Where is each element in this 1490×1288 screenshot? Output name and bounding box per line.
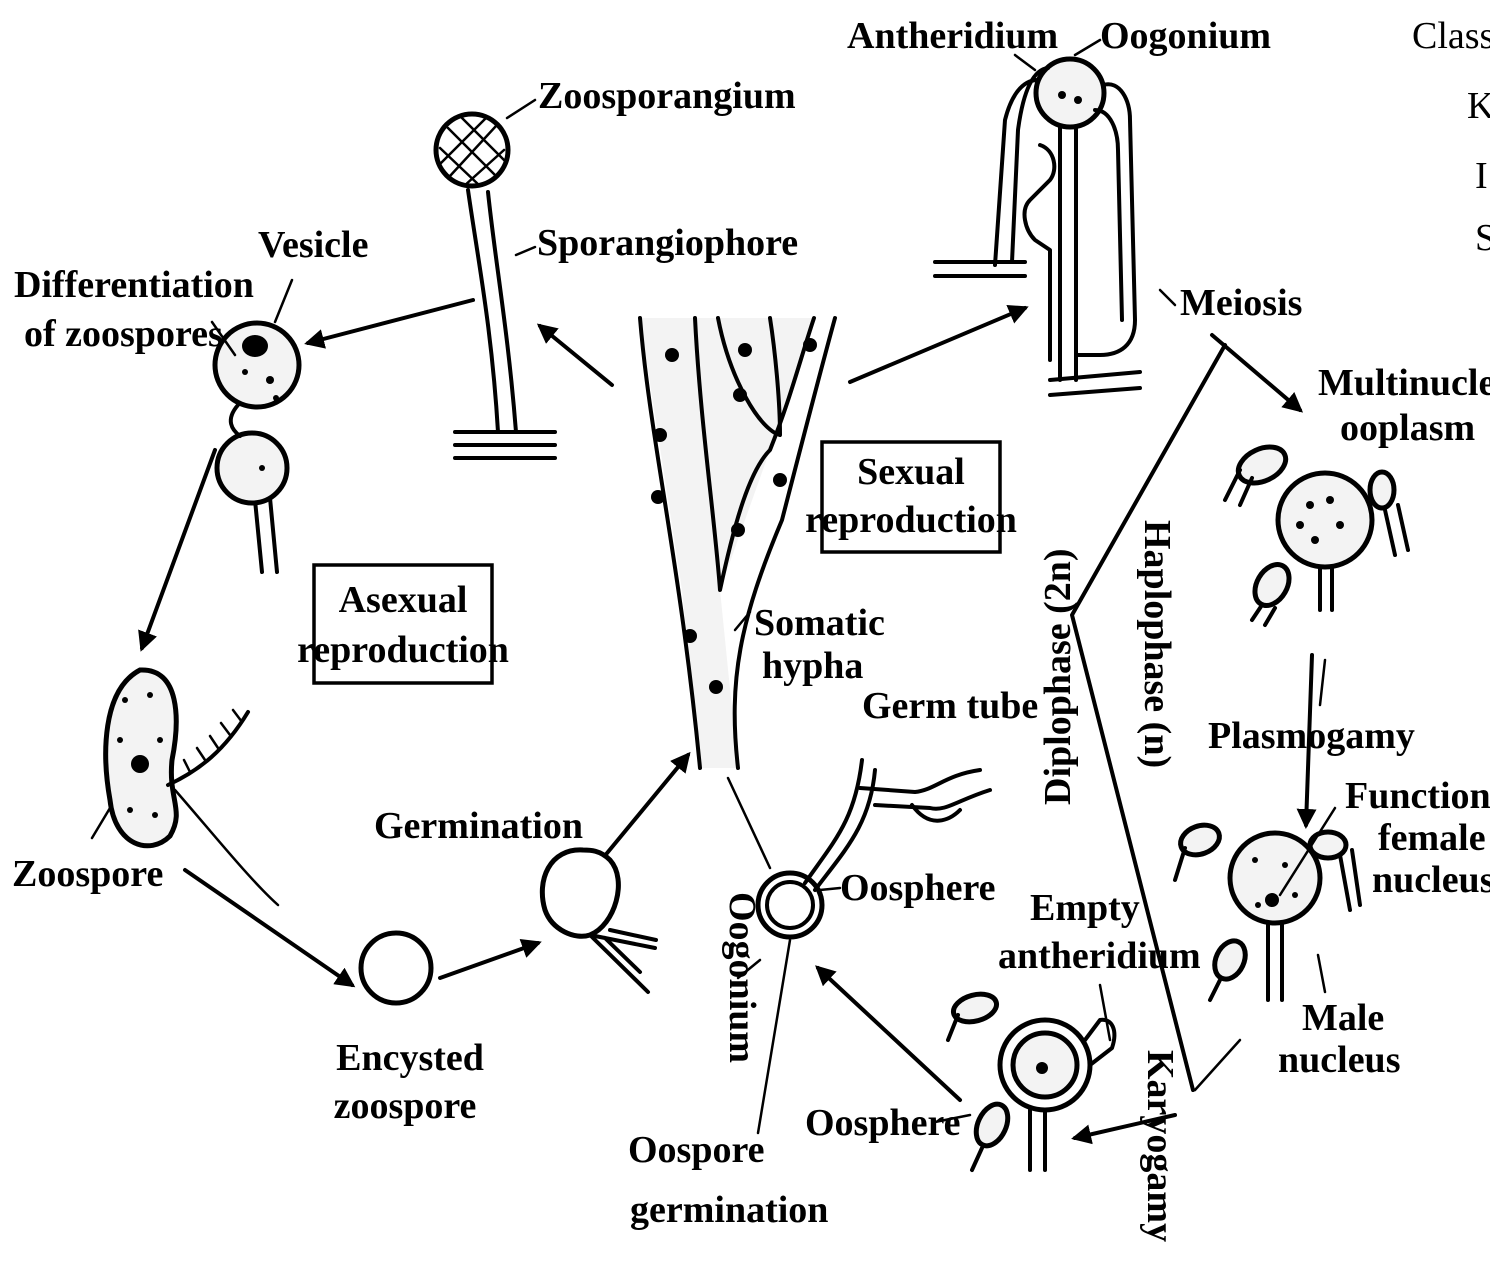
vesicle-structure: [212, 280, 299, 572]
label-karyogamy: Karyogamy: [1139, 1050, 1181, 1242]
label-oogonium-vertical: Oogonium: [721, 892, 763, 1063]
label-oosphere-lower: Oosphere: [805, 1102, 961, 1144]
germinating-spore: [542, 850, 656, 992]
label-oosphere-upper: Oosphere: [840, 867, 996, 909]
encysted-zoospore: [361, 933, 431, 1003]
label-oospore-line2: germination: [630, 1189, 828, 1231]
label-functional-line2: female: [1378, 817, 1486, 859]
label-differentiation-line1: Differentiation: [14, 264, 254, 306]
label-asexual-line1: Asexual: [339, 579, 468, 621]
label-zoospore: Zoospore: [12, 853, 163, 895]
label-sporangiophore: Sporangiophore: [537, 222, 798, 264]
label-functional-line3: nucleus: [1372, 859, 1490, 901]
functional-female-nucleus-structure: [1175, 808, 1360, 1000]
label-differentiation-line2: of zoospores: [24, 313, 223, 355]
label-empty-line2: antheridium: [998, 935, 1201, 977]
label-partial-i: I: [1475, 155, 1488, 197]
arrow-germination-to-hypha: [603, 755, 688, 858]
antheridium-oogonium-structure: [935, 40, 1175, 395]
label-multinucleate-line1: Multinucleat: [1318, 362, 1490, 404]
label-class-partial: Class: [1412, 15, 1490, 57]
label-meiosis: Meiosis: [1180, 282, 1302, 324]
label-haplophase: Haplophase (n): [1136, 520, 1178, 768]
label-diplophase: Diplophase (2n): [1037, 548, 1079, 805]
empty-antheridium-structure: [935, 985, 1114, 1170]
label-functional-line1: Functional: [1345, 775, 1490, 817]
encysted-circle: [361, 933, 431, 1003]
oospore-germination-structure: [728, 760, 990, 1133]
arrow-vesicle-to-zoospore: [142, 450, 215, 648]
arrow-zoospore-to-encysted: [185, 870, 352, 985]
label-sexual-line1: Sexual: [857, 451, 965, 493]
label-encysted-line1: Encysted: [336, 1037, 484, 1079]
label-antheridium: Antheridium: [847, 15, 1058, 57]
arrow-hypha-to-sexual: [850, 308, 1025, 382]
label-somatic-line2: hypha: [762, 645, 863, 687]
label-empty-line1: Empty: [1030, 887, 1140, 929]
karyogamy-pointer: [1195, 1040, 1240, 1090]
arrow-sporangium-to-vesicle: [308, 300, 473, 343]
label-oospore-line1: Oospore: [628, 1129, 765, 1171]
label-germ-tube: Germ tube: [862, 685, 1038, 727]
label-oogonium-top: Oogonium: [1100, 15, 1271, 57]
label-zoosporangium: Zoosporangium: [538, 75, 796, 117]
somatic-hypha: [640, 318, 835, 768]
zoosporangium-circle: [436, 114, 508, 186]
label-vesicle: Vesicle: [258, 224, 368, 266]
arrow-oosphere-to-oogonium: [818, 968, 960, 1100]
label-encysted-line2: zoospore: [334, 1085, 477, 1127]
label-partial-k: K: [1467, 85, 1490, 127]
label-male-line1: Male: [1302, 997, 1384, 1039]
zoosporangium-structure: [436, 100, 555, 458]
arrow-hypha-to-sporangiophore: [540, 326, 612, 385]
label-male-line2: nucleus: [1278, 1039, 1400, 1081]
lower-vesicle-cell: [217, 433, 287, 503]
label-partial-s: S: [1475, 217, 1490, 259]
label-multinucleate-line2: ooplasm: [1340, 407, 1475, 449]
multinucleate-ooplasm-structure: [1225, 440, 1408, 705]
label-somatic-line1: Somatic: [754, 602, 885, 644]
label-sexual-line2: reproduction: [805, 499, 1017, 541]
label-plasmogamy: Plasmogamy: [1208, 715, 1415, 757]
label-asexual-line2: reproduction: [297, 629, 509, 671]
arrow-encysted-to-germination: [440, 943, 538, 978]
label-germination: Germination: [374, 805, 583, 847]
